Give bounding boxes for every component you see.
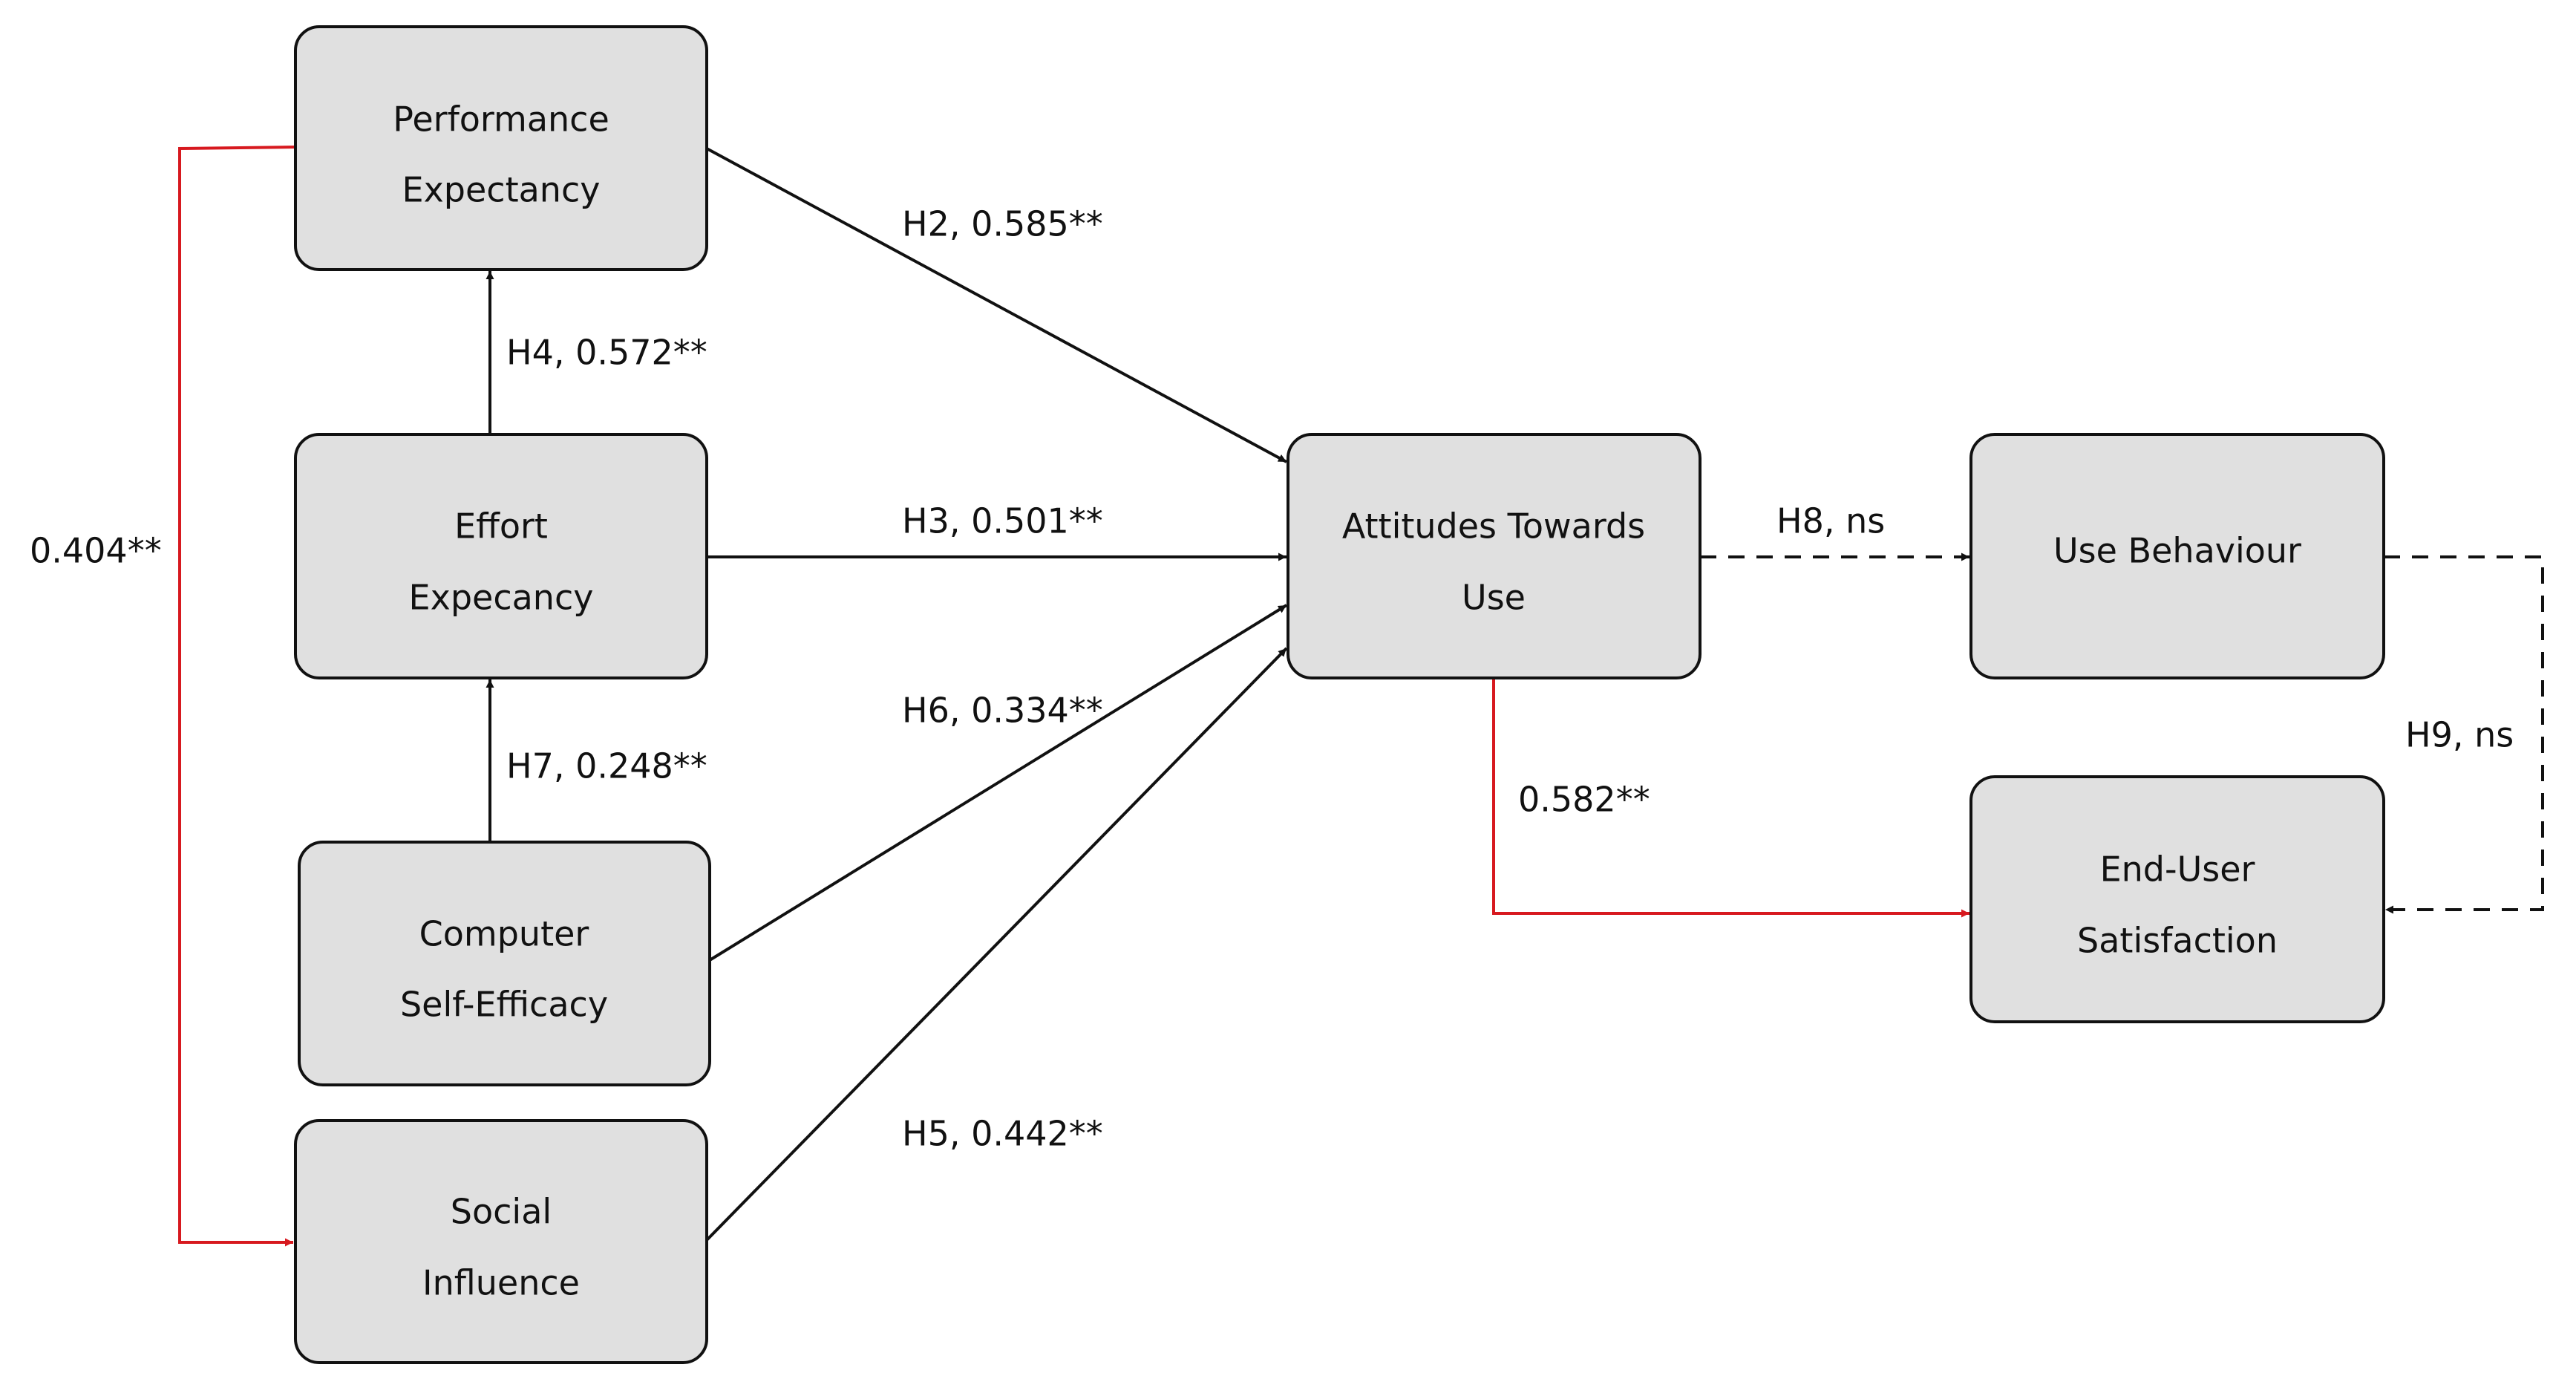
- node-attitudes-towards-use: Attitudes Towards Use: [1287, 433, 1701, 679]
- node-box: [1969, 433, 2385, 679]
- edge-label-atu-eus: 0.582**: [1518, 780, 1650, 820]
- edge-label-h7: H7, 0.248**: [506, 746, 707, 786]
- edge-label-h6: H6, 0.334**: [902, 691, 1103, 731]
- node-label-line2: Expecancy: [409, 578, 594, 618]
- edge-h2-arrow: [706, 147, 1287, 463]
- edge-label-h4: H4, 0.572**: [506, 333, 707, 373]
- node-box: [1287, 433, 1701, 679]
- node-label-line1: End-User: [2100, 850, 2255, 890]
- edge-pe-si-arrow: [178, 146, 296, 1247]
- edge-h6-arrow: [708, 604, 1288, 962]
- node-box: [294, 1119, 708, 1364]
- edge-h5-arrow: [705, 647, 1288, 1242]
- node-box: [1969, 775, 2385, 1023]
- node-computer-self-efficacy: Computer Self-Efficacy: [298, 841, 711, 1086]
- edge-labels: H2, 0.585** H3, 0.501** H4, 0.572** H6, …: [30, 204, 2514, 1154]
- node-label-line2: Self-Efficacy: [400, 985, 608, 1025]
- node-box: [298, 841, 711, 1086]
- edge-label-h8: H8, ns: [1776, 501, 1885, 541]
- edge-label-h2: H2, 0.585**: [902, 204, 1103, 244]
- node-box: [294, 25, 708, 271]
- node-label-line2: Satisfaction: [2077, 921, 2278, 961]
- node-use-behaviour: Use Behaviour: [1969, 433, 2385, 679]
- edge-label-pe-si: 0.404**: [30, 531, 162, 571]
- node-label-line1: Performance: [393, 100, 609, 140]
- node-label-line2: Influence: [422, 1263, 580, 1303]
- node-label-line1: Attitudes Towards: [1342, 506, 1645, 547]
- edge-label-h9: H9, ns: [2405, 715, 2514, 755]
- node-box: [294, 433, 708, 679]
- edge-atu-eus-arrow: [1492, 678, 1969, 918]
- node-label-line2: Expectancy: [402, 170, 601, 210]
- edge-label-h3: H3, 0.501**: [902, 501, 1103, 541]
- node-effort-expectancy: Effort Expecancy: [294, 433, 708, 679]
- node-label-line1: Social: [451, 1192, 552, 1232]
- edge-label-h5: H5, 0.442**: [902, 1114, 1103, 1154]
- node-label-line2: Use: [1462, 578, 1526, 618]
- node-label-line1: Use Behaviour: [2053, 531, 2301, 571]
- node-label-line1: Effort: [454, 506, 548, 547]
- edges: [178, 146, 2544, 1247]
- node-social-influence: Social Influence: [294, 1119, 708, 1364]
- node-performance-expectancy: Performance Expectancy: [294, 25, 708, 271]
- node-end-user-satisfaction: End-User Satisfaction: [1969, 775, 2385, 1023]
- node-label-line1: Computer: [419, 914, 589, 954]
